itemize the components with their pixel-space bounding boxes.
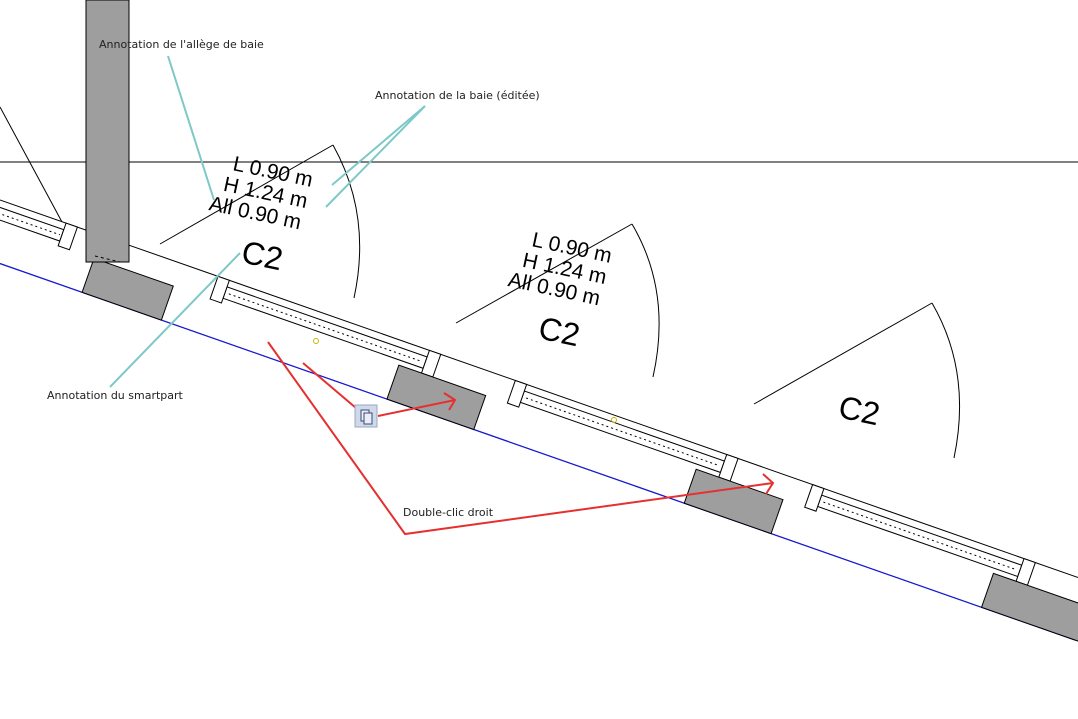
wall-pier[interactable] — [683, 468, 784, 535]
smartpart-tag-3[interactable]: C2 — [836, 389, 883, 433]
opening-annotation-leader — [325, 105, 426, 208]
swing-arc-1 — [159, 144, 361, 299]
wall-pier[interactable] — [980, 572, 1078, 648]
sill-annotation-callout: Annotation de l'allège de baie — [99, 38, 264, 51]
copy-icon[interactable] — [354, 404, 378, 428]
opening-annotation-callout: Annotation de la baie (éditée) — [375, 89, 540, 102]
smartpart-annotation-leader — [109, 252, 241, 388]
window-label-2[interactable]: L 0.90 m H 1.24 m All 0.90 m — [506, 225, 614, 310]
swing-arc-2 — [455, 223, 660, 378]
glass-line-2 — [525, 397, 718, 466]
jamb — [804, 483, 825, 512]
snap-point[interactable] — [611, 417, 617, 423]
column-hidden-edge — [94, 255, 121, 263]
jamb — [57, 222, 79, 251]
wall[interactable] — [0, 196, 1078, 648]
opening-annotation-leader — [331, 105, 426, 186]
sill-annotation-leader — [167, 55, 215, 201]
jamb — [506, 379, 528, 408]
door-swing-partial — [0, 106, 63, 223]
column[interactable] — [85, 0, 130, 263]
smartpart-tag-1[interactable]: C2 — [239, 234, 286, 278]
long-arrow — [267, 341, 775, 536]
short-arrow — [302, 362, 457, 417]
snap-point[interactable] — [313, 338, 319, 344]
swing-arc-3 — [753, 302, 961, 459]
smartpart-tag-2[interactable]: C2 — [536, 310, 583, 354]
jamb — [209, 275, 230, 304]
glass-line-3 — [823, 501, 1016, 570]
smartpart-annotation-callout: Annotation du smartpart — [47, 389, 183, 402]
wall-pier[interactable] — [386, 364, 487, 431]
glass-line-1 — [228, 293, 421, 362]
double-click-callout: Double-clic droit — [403, 506, 494, 519]
wall-pier[interactable] — [81, 257, 174, 321]
